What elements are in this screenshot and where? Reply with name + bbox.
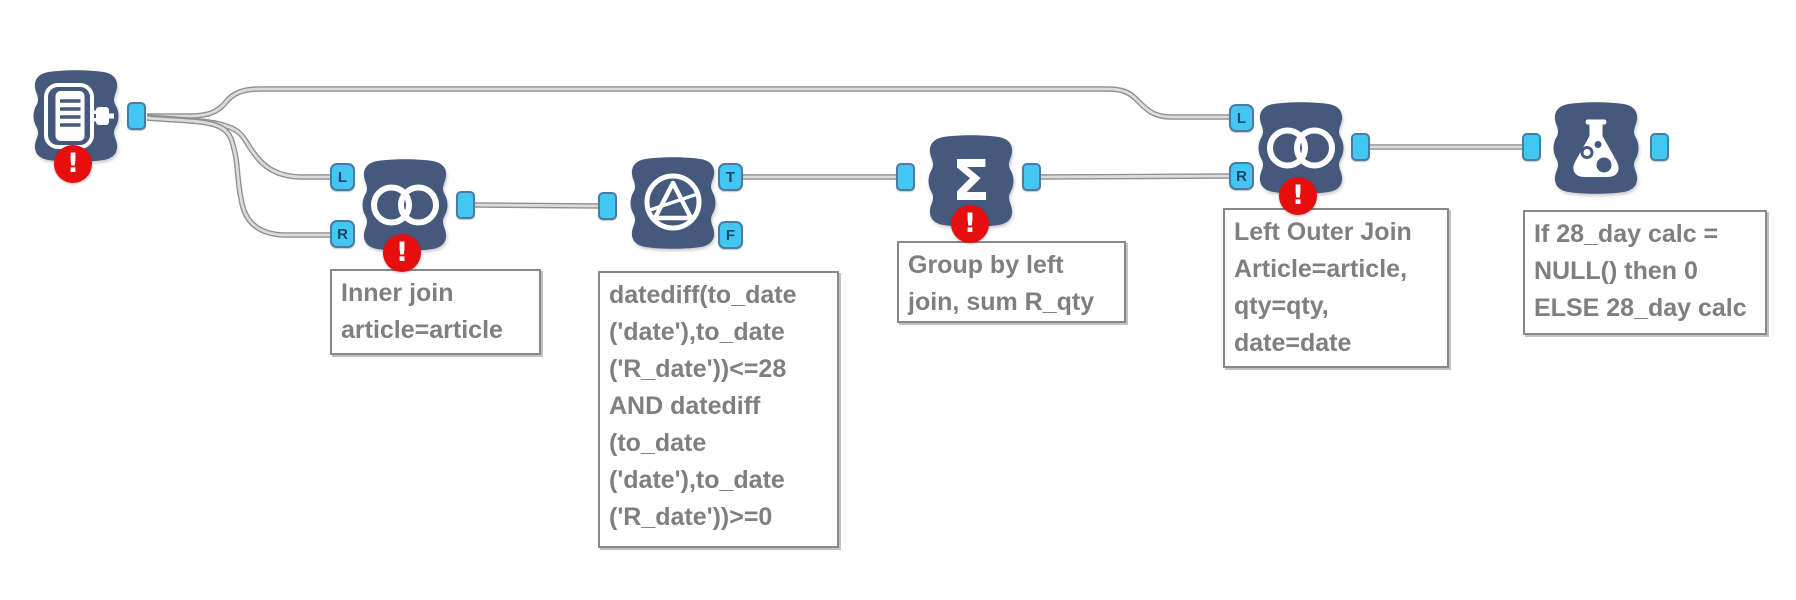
left-outer-join-input-port-L[interactable]: L <box>1229 104 1254 132</box>
filter-input-port[interactable] <box>598 192 617 220</box>
error-badge-input-data[interactable]: ! <box>54 145 92 183</box>
annotation-line: ELSE 28_day calc <box>1534 294 1747 322</box>
annotation-line: join, sum R_qty <box>908 288 1095 316</box>
summarize-annotation[interactable]: Group by left join, sum R_qty <box>897 241 1126 323</box>
left-outer-join-input-port-R[interactable]: R <box>1229 162 1254 190</box>
formula-output-port[interactable] <box>1650 133 1669 161</box>
inner-join-tool[interactable] <box>362 157 448 253</box>
error-badge-left-outer-join[interactable]: ! <box>1279 177 1317 215</box>
join-venn-icon <box>371 184 439 226</box>
formula-tool[interactable] <box>1553 100 1639 196</box>
annotation-line: date=date <box>1234 329 1352 357</box>
annotation-line: AND datediff <box>609 392 761 420</box>
summarize-input-port[interactable] <box>896 163 915 191</box>
formula-annotation[interactable]: If 28_day calc = NULL() then 0 ELSE 28_d… <box>1523 210 1767 335</box>
filter-output-port-T[interactable]: T <box>718 163 743 191</box>
annotation-line: Inner join <box>341 279 454 307</box>
annotation-line: (to_date <box>609 429 707 457</box>
input-data-tool[interactable] <box>33 68 119 164</box>
wire-input-to-inner-join-R[interactable] <box>146 115 330 238</box>
plug-icon <box>90 107 114 125</box>
annotation-line: ('R_date'))>=0 <box>609 503 773 531</box>
annotation-line: Article=article, <box>1234 255 1408 283</box>
sigma-icon: Σ <box>952 149 990 214</box>
summarize-output-port[interactable] <box>1022 163 1041 191</box>
inner-join-annotation[interactable]: Inner join article=article <box>330 269 541 355</box>
inner-join-input-port-R[interactable]: R <box>330 220 355 248</box>
flask-icon <box>1573 119 1619 177</box>
filter-output-port-F[interactable]: F <box>718 221 743 249</box>
annotation-line: article=article <box>341 316 503 344</box>
filter-funnel-icon <box>644 173 702 231</box>
wire-summarize-to-left-outer-join-R[interactable] <box>1039 173 1231 180</box>
inner-join-input-port-L[interactable]: L <box>330 163 355 191</box>
join-venn-icon <box>1267 127 1335 169</box>
annotation-line: datediff(to_date <box>609 281 797 309</box>
left-outer-join-tool[interactable] <box>1258 100 1344 196</box>
error-badge-summarize[interactable]: ! <box>951 205 989 243</box>
annotation-line: qty=qty, <box>1234 292 1329 320</box>
wire-input-to-left-outer-join-L[interactable] <box>147 86 1229 120</box>
filter-annotation[interactable]: datediff(to_date ('date'),to_date ('R_da… <box>598 271 839 548</box>
left-outer-join-annotation[interactable]: Left Outer Join Article=article, qty=qty… <box>1223 208 1449 368</box>
filter-tool[interactable] <box>630 155 716 251</box>
database-input-icon <box>44 83 114 149</box>
wire-inner-join-to-filter[interactable] <box>473 202 600 209</box>
annotation-line: NULL() then 0 <box>1534 257 1698 285</box>
annotation-line: ('date'),to_date <box>609 466 785 494</box>
input-data-output-port[interactable] <box>127 102 146 130</box>
annotation-line: If 28_day calc = <box>1534 220 1719 248</box>
annotation-line: Group by left <box>908 251 1064 279</box>
left-outer-join-output-port[interactable] <box>1351 133 1370 161</box>
annotation-line: Left Outer Join <box>1234 218 1412 246</box>
error-badge-inner-join[interactable]: ! <box>383 234 421 272</box>
annotation-line: ('R_date'))<=28 <box>609 355 787 383</box>
inner-join-output-port[interactable] <box>456 191 475 219</box>
summarize-tool[interactable]: Σ <box>928 133 1014 229</box>
formula-input-port[interactable] <box>1522 133 1541 161</box>
annotation-line: ('date'),to_date <box>609 318 785 346</box>
